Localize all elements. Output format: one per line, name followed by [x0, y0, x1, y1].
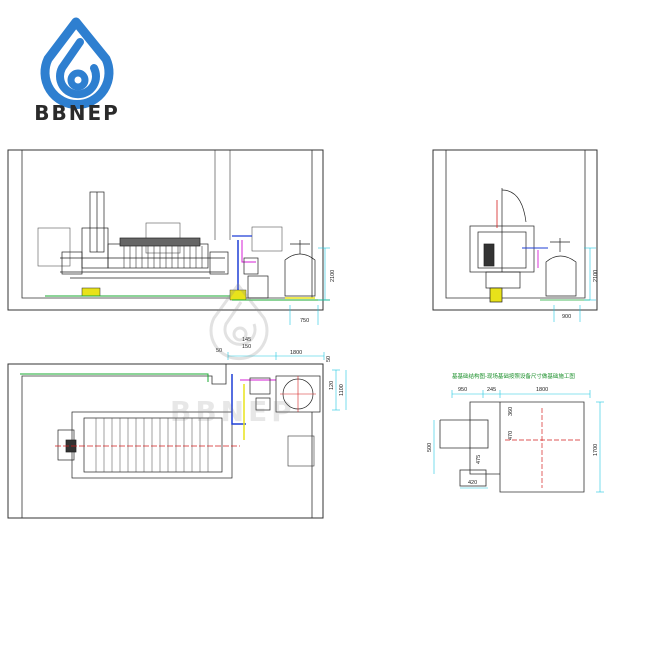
detail-dim-left: 500: [427, 443, 433, 452]
detail-dim-mid1: 360: [508, 407, 514, 416]
detail-dim-mid3: 475: [476, 455, 482, 464]
plan-dim-right1: 50: [326, 356, 332, 362]
detail-dim-mid2: 470: [508, 431, 514, 440]
pump-plan: [249, 377, 271, 411]
detail-note: 基基础结构图-现场基础按照设备尺寸做基础施工图: [452, 372, 575, 380]
plan-dim-top3: 145: [242, 337, 251, 343]
detail-dim-bottom: 420: [468, 480, 477, 486]
plan-dimensions: [227, 352, 347, 411]
foundation-outline: [439, 401, 585, 493]
side-dim-bottom: 900: [562, 314, 571, 320]
brand-name: BBNEP: [34, 101, 120, 125]
tank: [284, 240, 316, 299]
plan-dim-width: 1800: [290, 350, 302, 356]
front-dim-bottom: 750: [300, 318, 309, 324]
filter-press: [60, 191, 229, 279]
foundation-detail-view: 基基础结构图-现场基础按照设备尺寸做基础施工图 950 245 1800 500…: [427, 372, 604, 493]
detail-dim-top-left: 950: [458, 387, 467, 393]
filter-press-side: [469, 188, 535, 303]
tank-plan: [275, 375, 321, 413]
side-dim-height: 2100: [593, 270, 599, 282]
side-dimensions: [553, 247, 596, 322]
plan-dim-top2: 150: [242, 344, 251, 350]
plan-dim-right3: 1100: [339, 384, 345, 396]
detail-dim-top-right: 1800: [536, 387, 548, 393]
plan-dim-right2: 120: [329, 381, 335, 390]
side-pipes: [496, 200, 548, 268]
watermark-swirl-icon: [209, 282, 269, 361]
detail-dim-top-mid: 245: [487, 387, 496, 393]
watermark-text: BBNEP: [170, 395, 296, 428]
water-drop-swirl-icon: [40, 17, 114, 110]
front-elevation-view: 2100 750: [7, 149, 336, 325]
plan-dim-top1: 50: [216, 348, 222, 354]
plan-view: 50 150 145 1800 50 120 1100: [7, 337, 347, 519]
front-dimensions: [289, 247, 330, 325]
detail-dimensions: [433, 390, 604, 493]
side-elevation-view: 2100 900: [432, 149, 599, 322]
tank-side: [540, 238, 590, 301]
front-dim-height: 2100: [330, 270, 336, 282]
detail-dim-right: 1700: [593, 444, 599, 456]
pump-assembly: [229, 235, 330, 301]
logo-icon: [40, 17, 114, 110]
